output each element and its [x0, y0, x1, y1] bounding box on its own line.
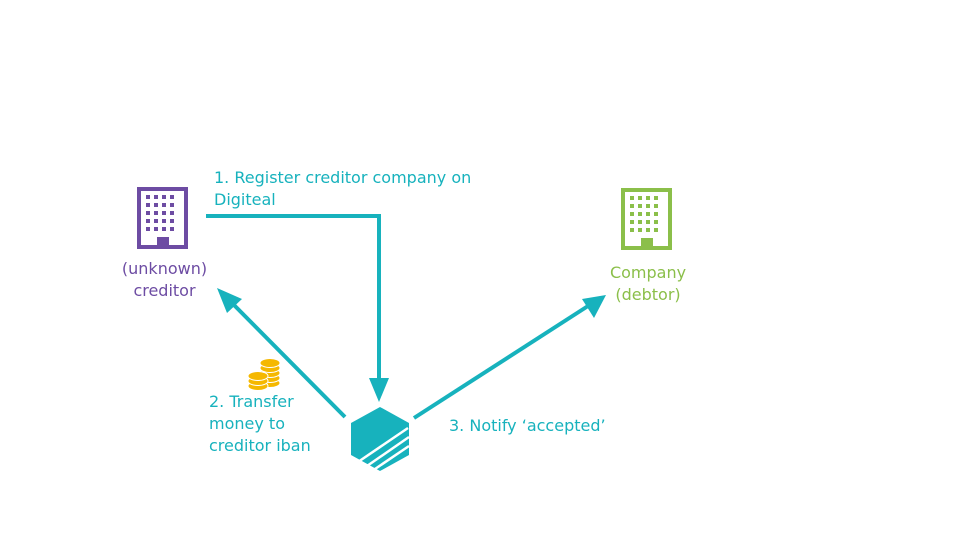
step-2-label: 2. Transfer money to creditor iban	[209, 392, 311, 455]
debtor-building-icon	[621, 188, 672, 250]
debtor-label: Company (debtor)	[609, 263, 687, 304]
arrow-notify	[412, 295, 606, 420]
step-1-label: 1. Register creditor company on Digiteal	[214, 168, 472, 209]
creditor-building-icon	[137, 187, 188, 249]
step-3-label: 3. Notify ‘accepted’	[449, 416, 606, 435]
digiteal-logo-icon	[351, 407, 410, 471]
arrow-transfer	[217, 288, 347, 419]
arrow-register	[206, 214, 389, 402]
coins-icon	[247, 358, 281, 391]
creditor-label: (unknown) creditor	[121, 259, 208, 300]
